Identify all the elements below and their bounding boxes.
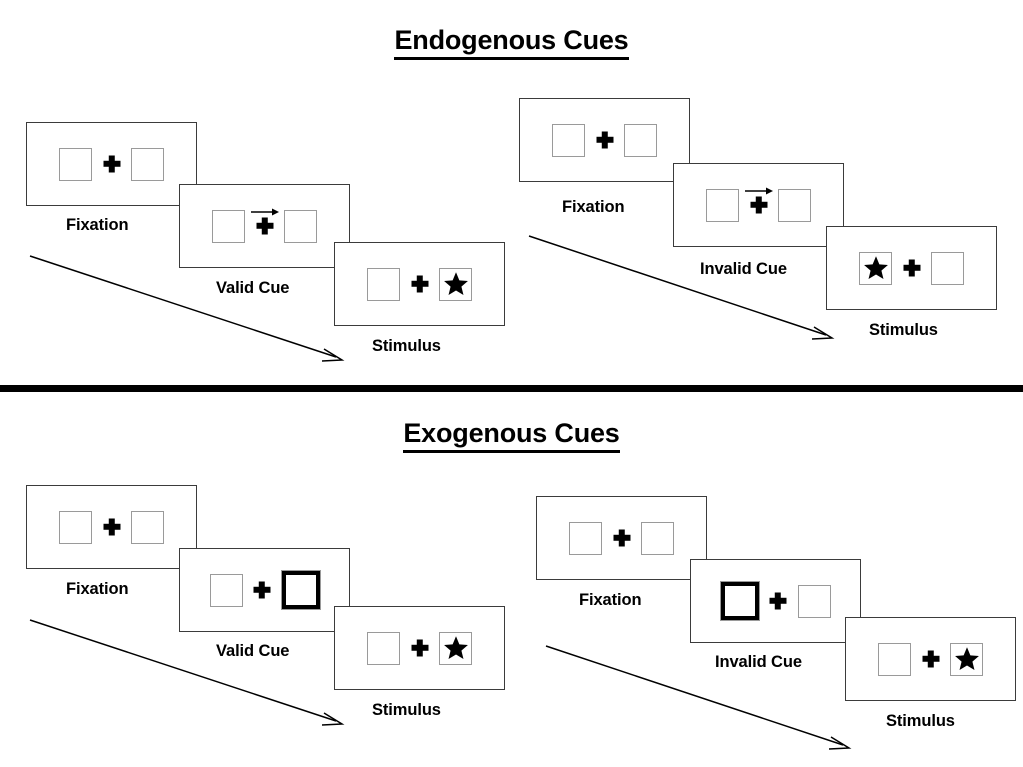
section-divider	[0, 385, 1023, 392]
caption-exogenous-valid-stimulus: Stimulus	[372, 701, 441, 719]
left-placeholder-box	[367, 631, 400, 665]
fixation-cross-icon	[254, 582, 271, 599]
progression-arrow-endogenous-invalid	[528, 235, 835, 340]
left-placeholder-box	[878, 642, 911, 676]
screen-content	[367, 631, 472, 665]
right-placeholder-box	[641, 521, 674, 555]
progression-arrow-exogenous-valid	[29, 619, 345, 726]
screen-content	[59, 147, 164, 181]
progression-arrow-exogenous-invalid	[545, 645, 852, 750]
section-title-exogenous: Exogenous Cues	[0, 418, 1023, 453]
left-placeholder-box	[212, 209, 245, 243]
left-placeholder-box	[209, 573, 243, 607]
screen-content	[878, 642, 983, 676]
screen-content	[719, 581, 831, 621]
fixation-cross-icon	[750, 197, 767, 214]
left-cued-box	[719, 581, 760, 621]
fixation-cross-icon	[903, 260, 920, 277]
right-placeholder-box	[131, 510, 164, 544]
screen-content	[367, 267, 472, 301]
left-placeholder-box	[367, 267, 400, 301]
caption-exogenous-invalid-cue: Invalid Cue	[715, 653, 802, 671]
arrow-cue-right-icon	[744, 187, 773, 194]
endogenous-invalid-cue-screen	[673, 163, 844, 247]
screen-content	[59, 510, 164, 544]
star-target-icon	[443, 636, 468, 660]
caption-endogenous-valid-cue: Valid Cue	[216, 279, 290, 297]
caption-exogenous-valid-fixation: Fixation	[66, 580, 129, 598]
right-target-box	[950, 642, 983, 676]
left-placeholder-box	[59, 147, 92, 181]
right-target-box	[439, 631, 472, 665]
star-target-icon	[443, 272, 468, 296]
screen-content	[212, 208, 317, 243]
star-target-icon	[863, 256, 888, 280]
left-placeholder-box	[552, 123, 585, 157]
screen-content	[209, 570, 321, 610]
exogenous-valid-cue-screen	[179, 548, 350, 632]
section-title-endogenous: Endogenous Cues	[0, 25, 1023, 60]
caption-endogenous-valid-fixation: Fixation	[66, 216, 129, 234]
caption-exogenous-invalid-stimulus: Stimulus	[886, 712, 955, 730]
endogenous-invalid-fixation-screen	[519, 98, 690, 182]
arrow-cue-right-icon	[250, 208, 279, 215]
fixation-cross-icon	[256, 218, 273, 235]
screen-content	[569, 521, 674, 555]
fixation-cross-icon	[411, 640, 428, 657]
right-placeholder-box	[624, 123, 657, 157]
endogenous-invalid-stimulus-screen	[826, 226, 997, 310]
caption-endogenous-invalid-stimulus: Stimulus	[869, 321, 938, 339]
fixation-cross-icon	[922, 651, 939, 668]
exogenous-invalid-fixation-screen	[536, 496, 707, 580]
right-placeholder-box	[131, 147, 164, 181]
right-placeholder-box	[797, 584, 831, 618]
right-placeholder-box	[931, 251, 964, 285]
exogenous-valid-stimulus-screen	[334, 606, 505, 690]
fixation-cross-icon	[613, 530, 630, 547]
right-target-box	[439, 267, 472, 301]
screen-content	[859, 251, 964, 285]
section-title-endogenous-text: Endogenous Cues	[394, 25, 629, 60]
right-placeholder-box	[778, 188, 811, 222]
fixation-cross-icon	[770, 593, 787, 610]
exogenous-invalid-cue-screen	[690, 559, 861, 643]
left-placeholder-box	[59, 510, 92, 544]
endogenous-valid-cue-screen	[179, 184, 350, 268]
caption-endogenous-valid-stimulus: Stimulus	[372, 337, 441, 355]
caption-endogenous-invalid-fixation: Fixation	[562, 198, 625, 216]
left-placeholder-box	[706, 188, 739, 222]
fixation-cross-icon	[596, 132, 613, 149]
caption-endogenous-invalid-cue: Invalid Cue	[700, 260, 787, 278]
screen-content	[552, 123, 657, 157]
left-placeholder-box	[569, 521, 602, 555]
exogenous-invalid-stimulus-screen	[845, 617, 1016, 701]
fixation-cross-icon	[103, 156, 120, 173]
star-target-icon	[954, 647, 979, 671]
fixation-cross-icon	[411, 276, 428, 293]
caption-exogenous-invalid-fixation: Fixation	[579, 591, 642, 609]
exogenous-valid-fixation-screen	[26, 485, 197, 569]
endogenous-valid-fixation-screen	[26, 122, 197, 206]
fixation-cross-icon	[103, 519, 120, 536]
endogenous-valid-stimulus-screen	[334, 242, 505, 326]
screen-content	[706, 187, 811, 222]
progression-arrow-endogenous-valid	[29, 255, 345, 362]
left-target-box	[859, 251, 892, 285]
right-cued-box	[280, 570, 321, 610]
right-placeholder-box	[284, 209, 317, 243]
section-title-exogenous-text: Exogenous Cues	[403, 418, 620, 453]
caption-exogenous-valid-cue: Valid Cue	[216, 642, 290, 660]
